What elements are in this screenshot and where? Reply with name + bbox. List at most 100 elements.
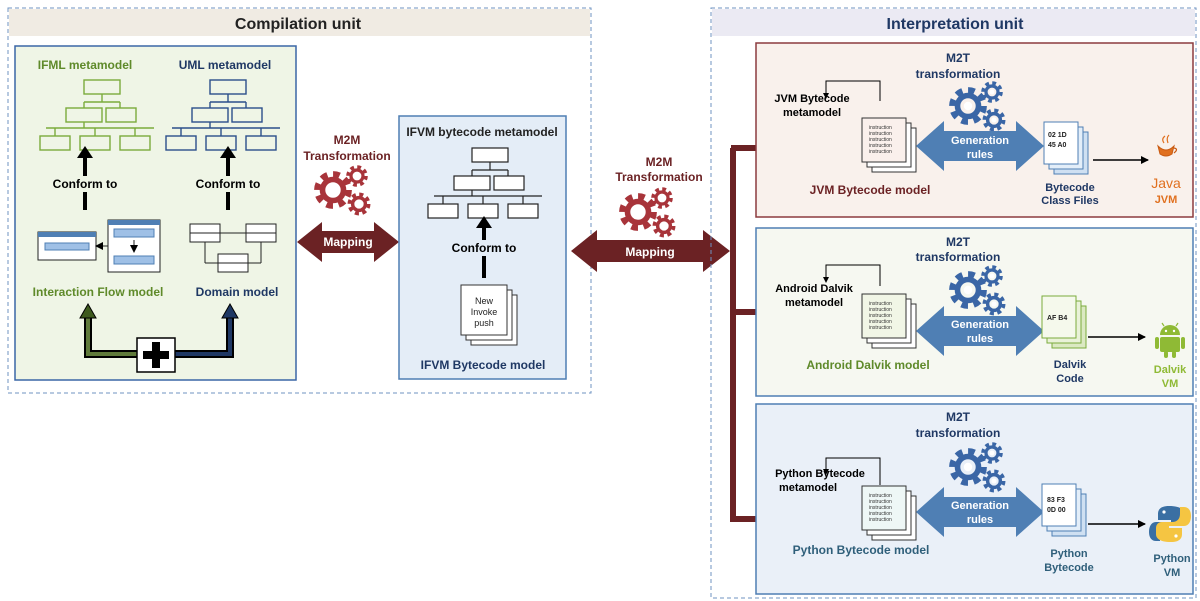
interpretation-unit-title: Interpretation unit (887, 16, 1025, 33)
jvm-instr-1: instruction (869, 125, 892, 131)
interpretation-unit-header (712, 9, 1195, 36)
jvm-instr-2: instruction (869, 131, 892, 137)
java-logo-text: Java (1151, 175, 1181, 191)
python-instr-3: instruction (869, 505, 892, 511)
mapping-arrow-right (571, 230, 730, 272)
domain-model-illustration (189, 223, 277, 273)
plus-icon (136, 337, 176, 373)
python-vm-line2: VM (1164, 567, 1181, 579)
dalvik-code-doc-icon (1041, 295, 1087, 349)
jvm-generation-line1: Generation (951, 135, 1009, 147)
python-output-line1: Python (1050, 548, 1088, 560)
jvm-m2t-line1: M2T (946, 51, 971, 65)
dalvik-output-line2: Code (1056, 373, 1084, 385)
dalvik-generation-arrow (916, 306, 1044, 356)
jvm-instruction-doc-icon (861, 117, 917, 173)
domain-model-label: Domain model (196, 285, 279, 299)
python-vm-line1: Python (1153, 553, 1191, 565)
dalvik-instr-3: instruction (869, 313, 892, 319)
android-logo-icon (1155, 322, 1185, 358)
python-generation-line1: Generation (951, 500, 1009, 512)
dalvik-m2t-line1: M2T (946, 235, 971, 249)
python-metamodel-connector (825, 457, 881, 485)
python-instruction-doc-icon (861, 485, 917, 541)
jvm-model-label: JVM Bytecode model (810, 183, 931, 197)
python-generation-arrow (916, 487, 1044, 537)
python-output-line2: Bytecode (1044, 562, 1094, 574)
ifvm-doc-line-1: New (475, 296, 494, 306)
python-m2t-line1: M2T (946, 410, 971, 424)
conform-to-right: Conform to (196, 177, 261, 191)
dalvik-vm-line2: VM (1162, 378, 1179, 390)
conform-to-left: Conform to (53, 177, 118, 191)
jvm-output-line1: Bytecode (1045, 182, 1095, 194)
dalvik-vm-line1: Dalvik (1154, 364, 1187, 376)
jvm-instr-3: instruction (869, 137, 892, 143)
python-bytecode-doc-icon (1041, 483, 1087, 537)
interaction-flow-illustration (37, 219, 161, 273)
dalvik-instruction-doc-icon (861, 293, 917, 349)
uml-metamodel-label: UML metamodel (179, 58, 271, 72)
jvm-metamodel-line1: JVM Bytecode (774, 93, 849, 105)
dalvik-code-line1: AF B4 (1047, 315, 1067, 322)
ifvm-metamodel-title: IFVM bytecode metamodel (406, 125, 557, 139)
dalvik-metamodel-line2: metamodel (785, 297, 843, 309)
m2m-left-line2: Transformation (303, 149, 390, 163)
python-generation-line2: rules (967, 514, 993, 526)
jvm-panel: M2T transformation JVM Bytecode metamode… (755, 42, 1194, 218)
jvm-metamodel-connector (825, 80, 881, 101)
python-metamodel-line1: Python Bytecode (775, 468, 865, 480)
dalvik-instr-1: instruction (869, 301, 892, 307)
ifvm-doc-line-3: push (474, 318, 494, 328)
m2m-right-line2: Transformation (615, 170, 702, 184)
compilation-unit-header (9, 9, 590, 36)
python-code-line2: 0D 00 (1047, 507, 1066, 514)
compilation-unit: Compilation unit IFML metamodel UML meta… (7, 7, 592, 394)
python-instr-2: instruction (869, 499, 892, 505)
python-instr-5: instruction (869, 517, 892, 523)
jvm-code-line1: 02 1D (1048, 132, 1067, 139)
jvm-generation-line2: rules (967, 149, 993, 161)
python-model-label: Python Bytecode model (793, 543, 930, 557)
interpretation-unit: Interpretation unit M2T transformation J… (710, 7, 1197, 599)
interpretation-unit-border (710, 7, 1197, 599)
mapping-left-label: Mapping (323, 235, 372, 249)
metamodel-panel (14, 45, 297, 381)
jvm-bytecode-doc-icon (1043, 121, 1089, 175)
ifml-metamodel-label: IFML metamodel (38, 58, 132, 72)
dalvik-instr-5: instruction (869, 325, 892, 331)
m2m-right-line1: M2M (646, 155, 673, 169)
jvm-metamodel-line2: metamodel (783, 107, 841, 119)
python-panel: M2T transformation Python Bytecode metam… (755, 403, 1194, 595)
m2m-left-line1: M2M (334, 133, 361, 147)
python-instr-1: instruction (869, 493, 892, 499)
dalvik-metamodel-line1: Android Dalvik (775, 283, 854, 295)
ifvm-model-title: IFVM Bytecode model (421, 358, 546, 372)
python-m2t-line2: transformation (916, 426, 1001, 440)
ifvm-doc-stack-icon (460, 284, 518, 346)
dalvik-panel: M2T transformation Android Dalvik metamo… (755, 227, 1194, 397)
dalvik-instr-4: instruction (869, 319, 892, 325)
jvm-instr-4: instruction (869, 143, 892, 149)
java-logo-icon (1157, 134, 1178, 157)
dalvik-generation-line1: Generation (951, 319, 1009, 331)
dalvik-metamodel-connector (825, 264, 881, 286)
ifvm-conform-to: Conform to (452, 241, 517, 255)
python-metamodel-line2: metamodel (779, 482, 837, 494)
dalvik-m2t-line2: transformation (916, 250, 1001, 264)
m2m-right-gears-icon (624, 190, 673, 235)
dalvik-generation-line2: rules (967, 333, 993, 345)
jvm-m2t-line2: transformation (916, 67, 1001, 81)
dalvik-output-line1: Dalvik (1054, 359, 1087, 371)
mapping-arrow-left (297, 222, 399, 262)
jvm-vm-label: JVM (1155, 194, 1178, 206)
jvm-generation-arrow (916, 121, 1044, 171)
interaction-flow-model-label: Interaction Flow model (33, 285, 164, 299)
compilation-unit-title: Compilation unit (235, 16, 362, 33)
python-instr-4: instruction (869, 511, 892, 517)
jvm-code-line2: 45 A0 (1048, 142, 1067, 149)
ifvm-doc-line-2: Invoke (471, 307, 498, 317)
compilation-unit-border (7, 7, 592, 394)
dalvik-model-label: Android Dalvik model (806, 358, 929, 372)
